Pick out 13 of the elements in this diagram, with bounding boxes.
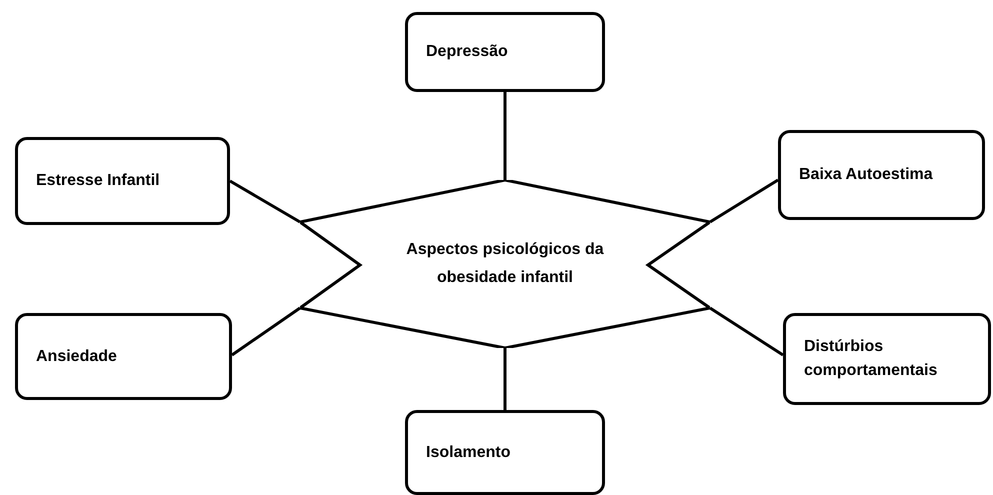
connector-line <box>709 306 784 356</box>
central-topic-text: Aspectos psicológicos da obesidade infantil <box>405 240 605 288</box>
connector-line <box>504 348 506 410</box>
topic-box: Distúrbios comportamentais <box>783 313 991 405</box>
connector-line <box>504 92 506 180</box>
connector-line <box>229 180 301 224</box>
topic-box: Ansiedade <box>15 313 232 400</box>
topic-box: Baixa Autoestima <box>778 130 985 220</box>
topic-box: Isolamento <box>405 410 605 495</box>
topic-box: Estresse Infantil <box>15 137 230 225</box>
connector-line <box>709 178 779 224</box>
connector-line <box>231 306 301 356</box>
topic-box: Depressão <box>405 12 605 92</box>
